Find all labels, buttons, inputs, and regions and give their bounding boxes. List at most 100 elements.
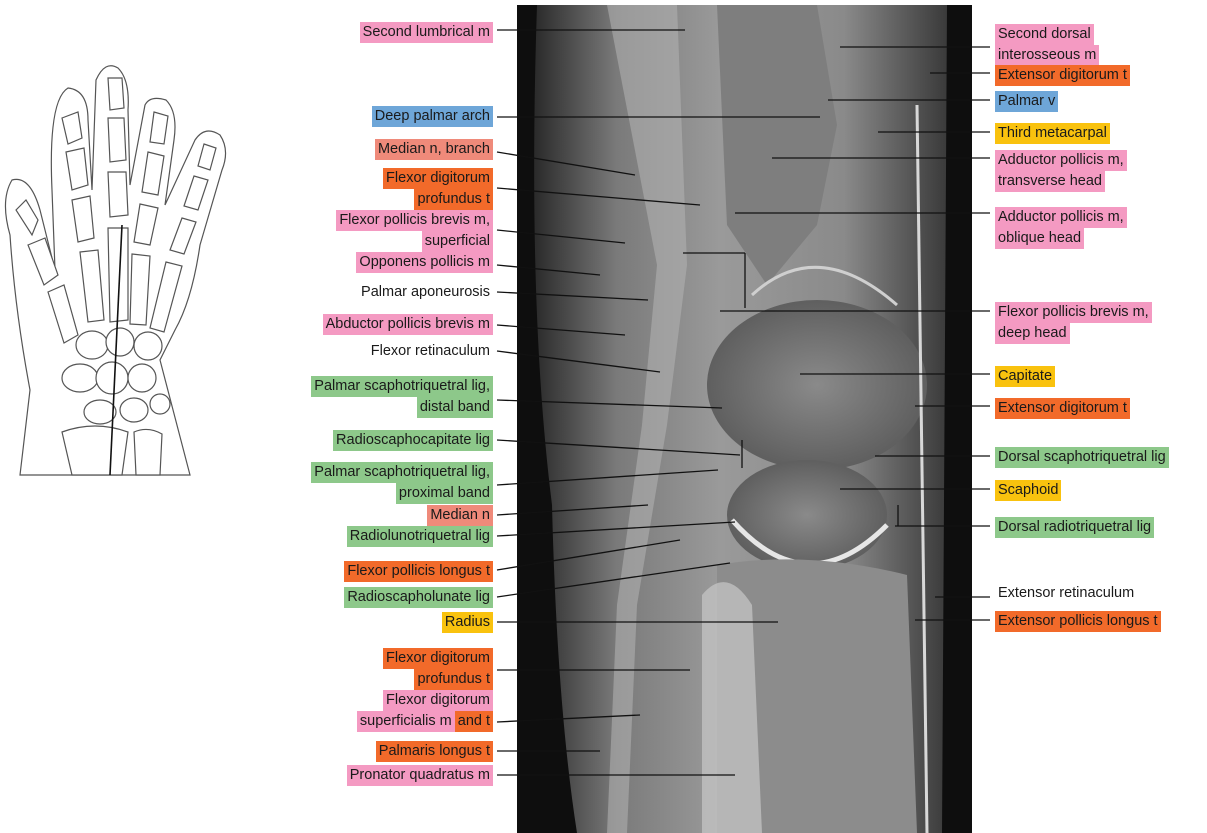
label-row: Abductor pollicis brevis m	[323, 314, 493, 335]
label-row: Median n, branch	[375, 139, 493, 160]
label-text: Opponens pollicis m	[356, 252, 493, 273]
label-text: Flexor retinaculum	[368, 341, 493, 362]
label-row: Palmar v	[995, 91, 1058, 112]
label-text: Extensor digitorum t	[995, 65, 1130, 86]
label-text: Extensor digitorum t	[995, 398, 1130, 419]
label-text: Radioscapholunate lig	[344, 587, 493, 608]
left-label-15: Radioscapholunate lig	[344, 587, 493, 608]
label-text: deep head	[995, 323, 1070, 344]
label-row: Adductor pollicis m,	[995, 207, 1127, 228]
label-row: profundus t	[383, 669, 493, 690]
label-text: Radius	[442, 612, 493, 633]
label-row: Second lumbrical m	[360, 22, 493, 43]
label-row: Dorsal scaphotriquetral lig	[995, 447, 1169, 468]
left-leader-12	[497, 505, 648, 515]
left-leader-13	[497, 522, 735, 536]
right-label-1: Extensor digitorum t	[995, 65, 1130, 86]
label-row: Flexor pollicis brevis m,	[336, 210, 493, 231]
right-label-6: Flexor pollicis brevis m,deep head	[995, 302, 1152, 344]
left-leader-8	[497, 351, 660, 372]
label-text: Second dorsal	[995, 24, 1094, 45]
label-text: profundus t	[414, 189, 493, 210]
label-row: Flexor digitorum	[383, 648, 493, 669]
left-leader-2	[497, 152, 635, 175]
label-row: oblique head	[995, 228, 1127, 249]
label-row: superficialis mand t	[357, 711, 493, 732]
label-row: proximal band	[311, 483, 493, 504]
label-text: Palmar v	[995, 91, 1058, 112]
label-text: superficialis m	[357, 711, 455, 732]
label-text: oblique head	[995, 228, 1084, 249]
right-label-7: Capitate	[995, 366, 1055, 387]
left-label-8: Flexor retinaculum	[368, 341, 493, 362]
label-row: Flexor digitorum	[383, 168, 493, 189]
left-leader-3	[497, 188, 700, 205]
left-label-5: Opponens pollicis m	[356, 252, 493, 273]
label-text: Radiolunotriquetral lig	[347, 526, 493, 547]
right-label-12: Extensor retinaculum	[995, 583, 1137, 604]
left-label-13: Radiolunotriquetral lig	[347, 526, 493, 547]
label-text: Extensor retinaculum	[995, 583, 1137, 604]
label-row: profundus t	[383, 189, 493, 210]
left-leader-5	[497, 265, 600, 275]
label-text: Flexor pollicis brevis m,	[995, 302, 1152, 323]
right-label-2: Palmar v	[995, 91, 1058, 112]
right-label-13: Extensor pollicis longus t	[995, 611, 1161, 632]
label-text: superficial	[422, 231, 493, 252]
label-text: Median n	[427, 505, 493, 526]
label-row: Radius	[442, 612, 493, 633]
right-label-9: Dorsal scaphotriquetral lig	[995, 447, 1169, 468]
left-leader-6	[497, 292, 648, 300]
left-label-14: Flexor pollicis longus t	[344, 561, 493, 582]
left-label-7: Abductor pollicis brevis m	[323, 314, 493, 335]
label-row: Extensor digitorum t	[995, 65, 1130, 86]
right-label-4: Adductor pollicis m,transverse head	[995, 150, 1127, 192]
label-text: Adductor pollicis m,	[995, 150, 1127, 171]
label-row: Palmar scaphotriquetral lig,	[311, 376, 493, 397]
left-label-0: Second lumbrical m	[360, 22, 493, 43]
left-label-20: Pronator quadratus m	[347, 765, 493, 786]
label-text: Flexor digitorum	[383, 690, 493, 711]
label-text: Adductor pollicis m,	[995, 207, 1127, 228]
label-row: Radioscaphocapitate lig	[333, 430, 493, 451]
left-leader-11	[497, 470, 718, 485]
label-text: Abductor pollicis brevis m	[323, 314, 493, 335]
label-text: Extensor pollicis longus t	[995, 611, 1161, 632]
label-text: interosseous m	[995, 45, 1099, 66]
label-row: deep head	[995, 323, 1152, 344]
left-leader-9	[497, 400, 722, 408]
right-label-3: Third metacarpal	[995, 123, 1110, 144]
label-row: Radioscapholunate lig	[344, 587, 493, 608]
label-row: Extensor digitorum t	[995, 398, 1130, 419]
label-text: Radioscaphocapitate lig	[333, 430, 493, 451]
right-label-10: Scaphoid	[995, 480, 1061, 501]
label-text: Pronator quadratus m	[347, 765, 493, 786]
left-label-10: Radioscaphocapitate lig	[333, 430, 493, 451]
label-row: Dorsal radiotriquetral lig	[995, 517, 1154, 538]
label-row: Palmar scaphotriquetral lig,	[311, 462, 493, 483]
label-text: Palmaris longus t	[376, 741, 493, 762]
label-text: Second lumbrical m	[360, 22, 493, 43]
label-text: and t	[455, 711, 493, 732]
left-label-16: Radius	[442, 612, 493, 633]
right-label-5: Adductor pollicis m,oblique head	[995, 207, 1127, 249]
label-text: Dorsal scaphotriquetral lig	[995, 447, 1169, 468]
label-row: Extensor pollicis longus t	[995, 611, 1161, 632]
left-leader-14	[497, 540, 680, 570]
label-row: interosseous m	[995, 45, 1099, 66]
left-label-1: Deep palmar arch	[372, 106, 493, 127]
label-text: Flexor digitorum	[383, 168, 493, 189]
label-row: Deep palmar arch	[372, 106, 493, 127]
label-row: Third metacarpal	[995, 123, 1110, 144]
left-label-9: Palmar scaphotriquetral lig,distal band	[311, 376, 493, 418]
label-row: Scaphoid	[995, 480, 1061, 501]
right-label-11: Dorsal radiotriquetral lig	[995, 517, 1154, 538]
label-row: Flexor pollicis brevis m,	[995, 302, 1152, 323]
label-text: Flexor pollicis brevis m,	[336, 210, 493, 231]
label-text: Palmar aponeurosis	[358, 282, 493, 303]
label-row: superficial	[336, 231, 493, 252]
